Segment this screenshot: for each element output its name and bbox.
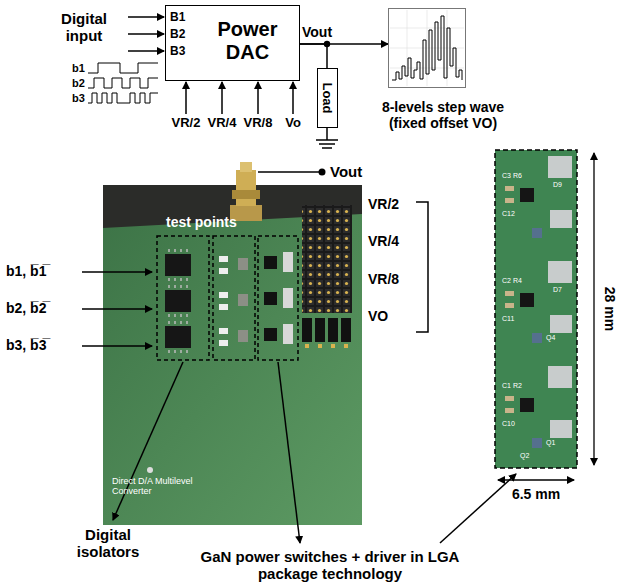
annotation-label: b1, b̅1̅ <box>6 263 46 279</box>
silkscreen-label: C1 R2 <box>502 382 522 390</box>
silkscreen-label: C12 <box>502 210 515 218</box>
annotation-label: VO <box>368 308 388 324</box>
load-box: Load <box>317 68 338 128</box>
annotation-label: VR/8 <box>240 116 276 131</box>
reference-arrows <box>186 82 293 114</box>
annotation-label: b2, b̅2̅ <box>6 300 46 316</box>
annotation-label: Vo <box>275 116 311 131</box>
silkscreen-label: D7 <box>553 286 562 294</box>
waveform-plot <box>390 10 464 86</box>
board-photo <box>103 162 362 525</box>
ground-symbol <box>316 128 338 148</box>
annotation-label: 28 mm <box>602 287 618 331</box>
annotation-label: VR/4 <box>368 233 399 249</box>
annotation-label: b2 <box>72 77 85 90</box>
pin-label: B1 <box>170 10 185 24</box>
silkscreen-label: Q2 <box>520 452 529 460</box>
annotation-label: b1 <box>72 62 85 75</box>
annotation-label: GaN power switches + driver in LGA packa… <box>185 548 475 582</box>
annotation-label: 6.5 mm <box>511 486 561 502</box>
silkscreen-label: Q1 <box>546 439 555 447</box>
annotation-label: b3 <box>72 92 85 105</box>
silkscreen-label: C3 R6 <box>502 172 522 180</box>
annotation-label: Digital isolators <box>58 526 158 561</box>
waveform-box: 8-levels step wave (fixed offset VO) <box>388 8 466 88</box>
silkscreen-label: C11 <box>502 315 514 323</box>
block-title: Power DAC <box>200 18 295 64</box>
zoomed-board <box>495 150 577 468</box>
annotation-label: VR/2 <box>168 116 204 131</box>
pin-label: B3 <box>170 44 185 58</box>
dac-box: B1B2B3 Power DAC <box>165 5 300 81</box>
annotation-label: VR/4 <box>204 116 240 131</box>
annotation-label: Vout <box>302 24 332 40</box>
leader-lines <box>82 202 516 543</box>
pin-label: B2 <box>170 27 185 41</box>
annotation-label: b3, b̅3̅ <box>6 337 46 353</box>
annotation-label: VR/2 <box>368 196 399 212</box>
silkscreen-label: C2 R4 <box>502 277 522 285</box>
annotation-label: Digital input <box>44 10 124 45</box>
input-arrows <box>128 17 164 51</box>
silkscreen-label: C10 <box>502 420 515 428</box>
bit-waveforms <box>88 63 158 103</box>
annotation-label: test points <box>166 214 237 230</box>
connector <box>300 44 327 68</box>
annotation-label: Vout <box>330 163 362 180</box>
dimension-lines <box>498 153 594 480</box>
load-label: Load <box>320 82 335 113</box>
annotation-label: Direct D/A Multilevel Converter <box>112 476 208 497</box>
waveform-caption: 8-levels step wave (fixed offset VO) <box>368 99 518 131</box>
silkscreen-label: Q4 <box>546 334 555 342</box>
annotation-label: VR/8 <box>368 271 399 287</box>
silkscreen-label: D9 <box>553 181 562 189</box>
